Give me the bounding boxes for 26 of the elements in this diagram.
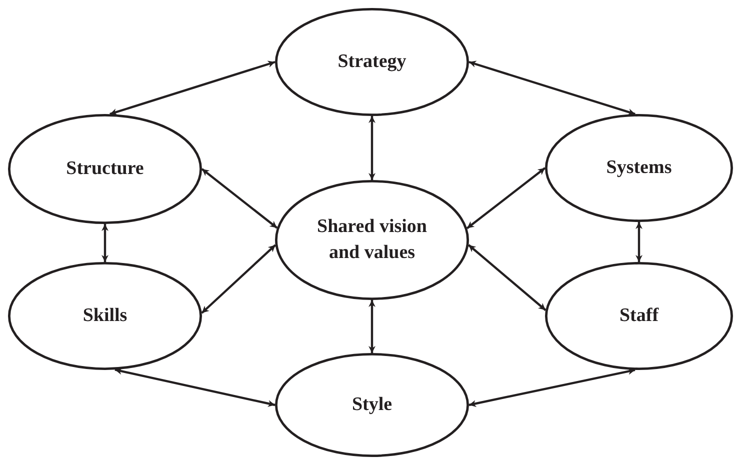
node-label: Systems: [606, 156, 672, 180]
node-label: Skills: [82, 304, 128, 328]
double-arrow: [636, 222, 642, 262]
node-label: Structure: [66, 157, 144, 181]
node-label: Staff: [619, 304, 659, 328]
node-label: Style: [352, 393, 392, 417]
node-label: Strategy: [338, 50, 406, 74]
double-arrow: [114, 368, 276, 407]
ellipse-node: [545, 262, 733, 370]
double-arrow: [466, 167, 546, 230]
double-arrow: [468, 244, 546, 311]
double-arrow: [102, 224, 108, 262]
double-arrow: [368, 116, 376, 180]
double-arrow: [468, 60, 636, 116]
double-arrow: [110, 60, 276, 116]
ellipse-node: [8, 262, 202, 370]
node-label: Shared vision and values: [316, 215, 428, 265]
double-arrow: [201, 244, 276, 314]
ellipse-node: [275, 180, 469, 300]
ellipse-node: [275, 8, 469, 116]
double-arrow: [368, 300, 376, 353]
ellipse-node: [275, 353, 469, 457]
ellipse-node: [545, 114, 733, 222]
double-arrow: [468, 368, 636, 407]
ellipse-node: [8, 114, 202, 224]
double-arrow: [201, 168, 278, 229]
